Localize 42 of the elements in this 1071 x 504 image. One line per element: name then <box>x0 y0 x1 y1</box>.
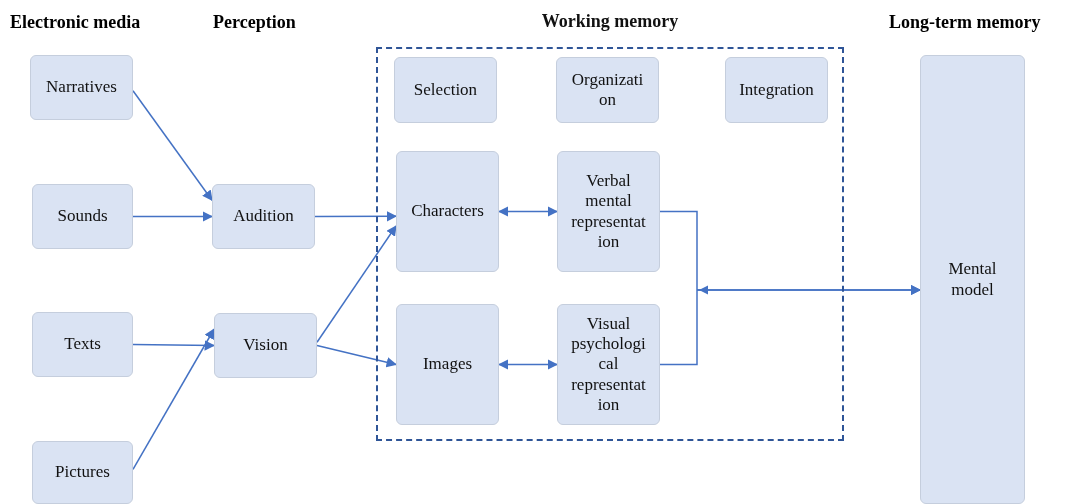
arrow <box>132 211 214 222</box>
box-label: Vision <box>243 335 288 356</box>
arrow <box>314 211 398 222</box>
column-heading: Electronic media <box>10 12 141 33</box>
box-label: Integration <box>739 79 814 101</box>
process-box <box>557 304 660 425</box>
arrow <box>497 359 559 370</box>
box-label: Sounds <box>57 206 108 227</box>
box-label: Characters <box>411 201 484 222</box>
group-heading: Working memory <box>540 11 680 33</box>
process-box <box>30 55 133 120</box>
column-heading: Long-term memory <box>889 12 1041 33</box>
box-label: Texts <box>64 334 101 355</box>
box-label: Narratives <box>46 77 117 98</box>
process-box <box>32 441 133 504</box>
box-label: Audition <box>233 206 294 227</box>
process-box <box>32 312 133 377</box>
process-box <box>32 184 133 249</box>
arrow <box>316 225 397 343</box>
process-box <box>396 304 499 425</box>
arrow <box>497 206 559 217</box>
arrow <box>316 344 397 368</box>
arrow <box>132 90 213 202</box>
box-label: Selection <box>413 79 478 101</box>
column-heading: Perception <box>213 12 296 33</box>
process-box <box>920 55 1025 504</box>
box-label: Organizati on <box>570 69 645 111</box>
process-box <box>725 57 828 123</box>
box-label: Mental model <box>947 259 998 300</box>
box-label: Images <box>422 354 473 375</box>
arrow <box>659 284 922 366</box>
process-box <box>212 184 315 249</box>
process-box <box>557 151 660 272</box>
box-label: Visual psychologi cal representat ion <box>570 313 647 416</box>
box-label: Pictures <box>55 462 110 483</box>
process-box <box>396 151 499 272</box>
box-label: Verbal mental representat ion <box>570 170 647 253</box>
process-box <box>556 57 659 123</box>
process-box <box>214 313 317 378</box>
arrow <box>132 328 215 471</box>
arrow <box>132 340 216 351</box>
process-box <box>394 57 497 123</box>
